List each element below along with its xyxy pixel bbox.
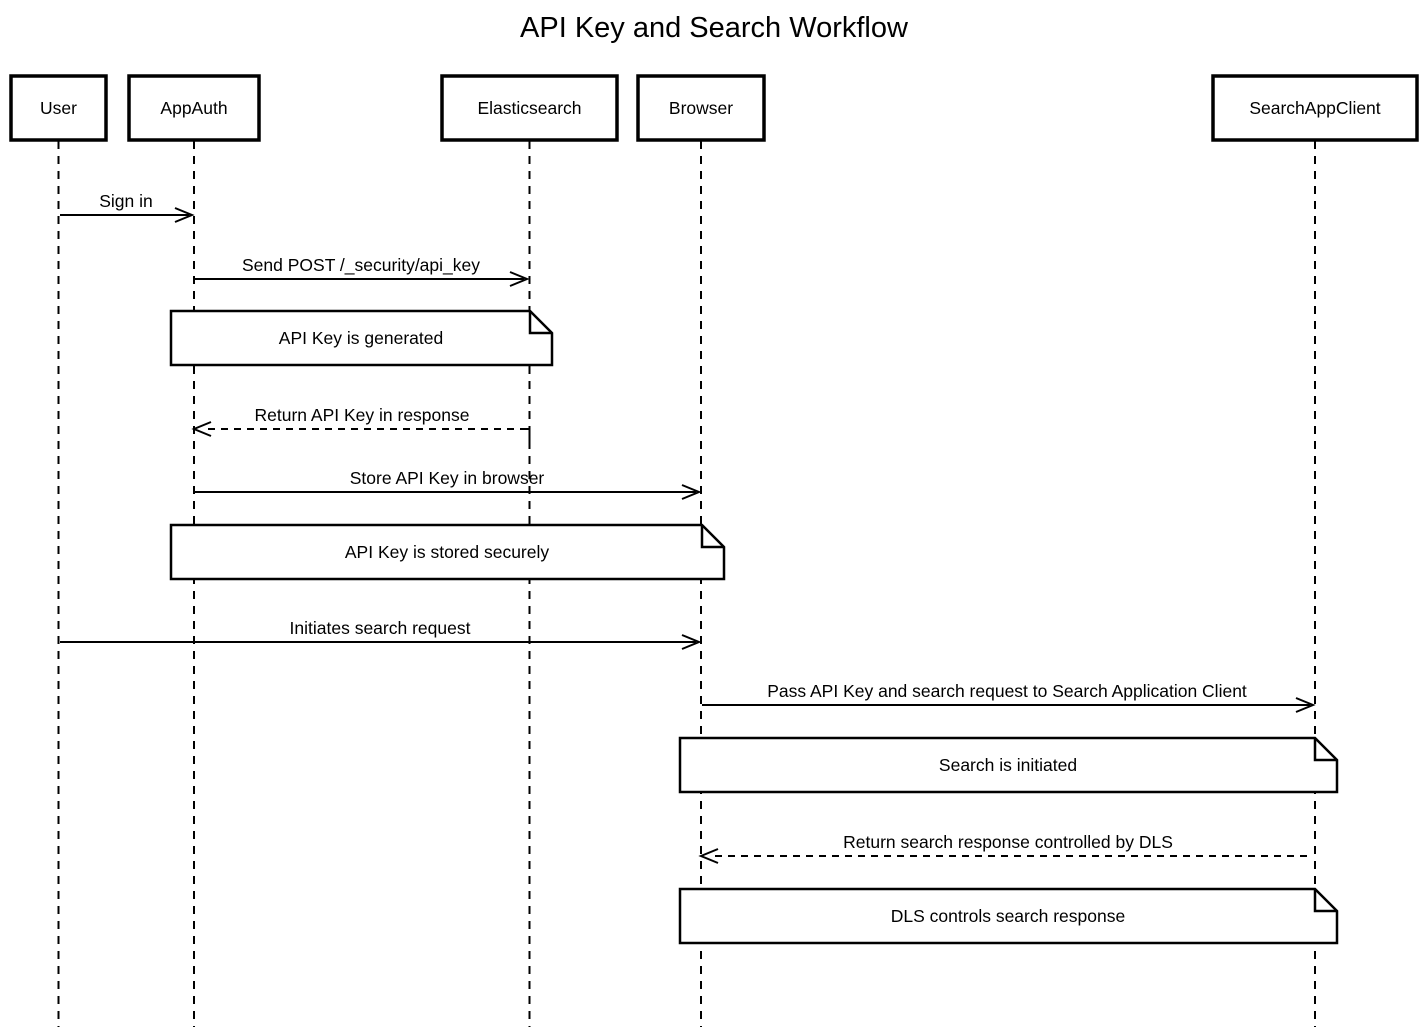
- note-label-api-key-generated: API Key is generated: [279, 328, 443, 348]
- message-elbow-return-api-key: [521, 428, 531, 443]
- participant-box-user: [9, 74, 108, 142]
- note-api-key-generated: API Key is generated: [169, 309, 554, 367]
- arrowhead-left-icon: [698, 848, 719, 864]
- message-initiates-search: Initiates search request: [60, 618, 702, 650]
- note-fold-icon: [528, 311, 552, 335]
- note-shape-search-initiated: [678, 736, 1339, 794]
- participant-appauth: AppAuth: [127, 74, 261, 142]
- message-sign-in: Sign in: [60, 191, 195, 223]
- note-fold-icon: [1313, 738, 1337, 762]
- message-label-store-api-key: Store API Key in browser: [350, 468, 545, 488]
- note-search-initiated: Search is initiated: [678, 736, 1339, 794]
- note-label-search-initiated: Search is initiated: [939, 755, 1077, 775]
- arrowhead-right-icon: [681, 634, 702, 650]
- message-label-send-post: Send POST /_security/api_key: [242, 255, 480, 276]
- participant-user: User: [9, 74, 108, 142]
- note-shape-api-key-generated: [169, 309, 554, 367]
- lifelines: [57, 141, 1316, 1027]
- note-label-dls-controls: DLS controls search response: [891, 906, 1125, 926]
- participants: User AppAuth Elasticsearch Browser Searc…: [9, 74, 1419, 142]
- participant-box-browser: [636, 74, 766, 142]
- message-label-pass-api-key: Pass API Key and search request to Searc…: [767, 681, 1247, 701]
- participant-searchappclient: SearchAppClient: [1211, 74, 1419, 142]
- message-send-post: Send POST /_security/api_key: [195, 255, 530, 287]
- message-label-return-search-response: Return search response controlled by DLS: [843, 832, 1173, 852]
- arrowhead-right-icon: [174, 207, 195, 223]
- note-dls-controls: DLS controls search response: [678, 887, 1339, 945]
- participant-label-browser: Browser: [669, 98, 733, 118]
- message-store-api-key: Store API Key in browser: [195, 468, 702, 500]
- note-label-api-key-stored: API Key is stored securely: [345, 542, 549, 562]
- participant-box-searchappclient: [1211, 74, 1419, 142]
- participant-browser: Browser: [636, 74, 766, 142]
- note-fold-icon: [1313, 889, 1337, 913]
- note-shape-dls-controls: [678, 887, 1339, 945]
- participant-elasticsearch: Elasticsearch: [440, 74, 619, 142]
- arrowhead-left-icon: [191, 421, 212, 437]
- message-pass-api-key: Pass API Key and search request to Searc…: [702, 681, 1316, 713]
- diagram-title: API Key and Search Workflow: [520, 12, 909, 44]
- note-api-key-stored: API Key is stored securely: [169, 523, 726, 581]
- message-return-search-response: Return search response controlled by DLS: [698, 832, 1313, 864]
- note-shape-api-key-stored: [169, 523, 726, 581]
- arrowhead-right-icon: [681, 484, 702, 500]
- notes: API Key is generated API Key is stored s…: [169, 309, 1339, 945]
- participant-box-elasticsearch: [440, 74, 619, 142]
- participant-label-elasticsearch: Elasticsearch: [477, 98, 581, 118]
- message-return-api-key: Return API Key in response: [191, 405, 531, 443]
- participant-label-searchappclient: SearchAppClient: [1249, 98, 1380, 118]
- note-fold-icon: [700, 525, 724, 549]
- participant-box-appauth: [127, 74, 261, 142]
- participant-label-user: User: [40, 98, 77, 118]
- message-label-initiates-search: Initiates search request: [290, 618, 471, 638]
- message-label-return-api-key: Return API Key in response: [255, 405, 470, 425]
- arrowhead-right-icon: [1295, 697, 1316, 713]
- participant-label-appauth: AppAuth: [160, 98, 227, 118]
- messages: Sign in Send POST /_security/api_key Ret…: [60, 191, 1316, 864]
- message-label-sign-in: Sign in: [99, 191, 153, 211]
- arrowhead-right-icon: [509, 271, 530, 287]
